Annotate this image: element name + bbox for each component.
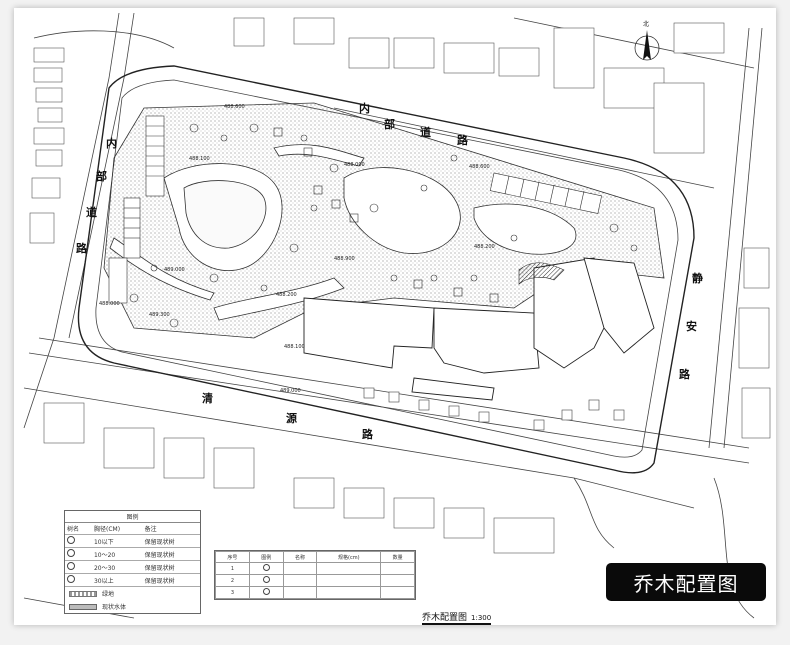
plan-scale: 1:300 (471, 614, 492, 622)
elevation-label: 488.600 (469, 164, 490, 170)
garden-paths (109, 144, 577, 321)
greenland-swatch-icon (69, 590, 97, 597)
table-row: 2 (215, 574, 415, 587)
legend-dbh: 10以下 (91, 534, 143, 548)
tree-table-header: 数量 (380, 551, 415, 563)
legend-table: 树名 胸径(CM) 备注 10以下 保留现状树 10～20 保留现状树 20～3… (65, 523, 200, 587)
row-index: 3 (215, 586, 250, 599)
elevation-label: 489.000 (164, 267, 185, 273)
site-boundary-inner (95, 79, 679, 458)
tree-small-icon (67, 536, 75, 544)
tree-table-header: 图例 (248, 551, 284, 563)
elevation-label: 488.600 (224, 104, 245, 110)
compass-icon: 北 (634, 20, 660, 61)
row-index: 2 (215, 574, 250, 587)
elevation-label: 489.000 (280, 388, 301, 394)
table-row: 1 (215, 562, 415, 575)
legend-header: 树名 (65, 523, 92, 535)
legend-dbh: 10～20 (91, 547, 143, 561)
legend-extra-label: 绿地 (102, 591, 115, 598)
legend-greenland: 绿地 (65, 587, 200, 600)
elevation-label: 488.100 (284, 344, 305, 350)
legend-row: 10～20 保留现状树 (65, 547, 200, 561)
parking-top (489, 172, 602, 214)
tree-table-header: 规格(cm) (316, 551, 382, 563)
legend-note: 保留现状树 (142, 547, 200, 561)
plaza-blocks (363, 387, 625, 431)
plan-caption-text: 乔木配置图 (422, 613, 468, 623)
tree-medium-icon (67, 549, 75, 557)
water-swatch-icon (69, 603, 97, 610)
tree-symbol-icon (262, 576, 270, 583)
elevation-label: 488.200 (474, 244, 495, 250)
row-index: 1 (215, 562, 250, 575)
north-label: 北 (643, 20, 649, 28)
legend-header: 备注 (142, 523, 200, 535)
legend-row: 10以下 保留现状树 (65, 534, 200, 548)
tree-symbol-icon (262, 564, 270, 571)
legend-dbh: 20～30 (91, 560, 143, 574)
site-boundary (77, 65, 695, 474)
parking-left (108, 115, 165, 304)
legend-water: 现状水体 (65, 600, 200, 613)
legend-title: 图例 (65, 511, 200, 523)
elevation-label: 488.100 (189, 156, 210, 162)
tree-xlarge-icon (67, 575, 75, 583)
legend-row: 20～30 保留现状树 (65, 560, 200, 574)
drawing-sheet: 488.600 488.000 488.600 488.200 488.000 … (14, 8, 776, 625)
tree-table-header: 名称 (282, 551, 318, 563)
legend-dbh: 30以上 (91, 573, 143, 587)
legend-row: 30以上 保留现状树 (65, 573, 200, 587)
tree-symbol-icon (262, 588, 270, 595)
elevation-label: 488.900 (334, 256, 355, 262)
tree-symbols (129, 123, 638, 328)
surrounding-buildings (29, 17, 771, 554)
tree-table-header: 序号 (215, 551, 250, 563)
water-feature (518, 262, 565, 285)
legend: 图例 树名 胸径(CM) 备注 10以下 保留现状树 10～20 保留现状树 2… (64, 510, 201, 614)
main-buildings (303, 257, 655, 401)
elevation-label: 488.200 (276, 292, 297, 298)
elevation-label: 488.000 (344, 162, 365, 168)
site-plan: 488.600 488.000 488.600 488.200 488.000 … (23, 12, 771, 619)
tree-large-icon (67, 562, 75, 570)
legend-note: 保留现状树 (142, 534, 200, 548)
legend-extra-label: 现状水体 (102, 604, 127, 611)
legend-header: 胸径(CM) (91, 523, 143, 535)
legend-note: 保留现状树 (142, 573, 200, 587)
elevation-label: 488.000 (99, 301, 120, 307)
elevation-label: 489.300 (149, 312, 170, 318)
tree-schedule-table: 序号 图例 名称 规格(cm) 数量 1 2 3 (214, 550, 416, 600)
table-row: 3 (215, 586, 415, 599)
title-badge: 乔木配置图 (606, 563, 766, 601)
elevation-labels: 488.600 488.000 488.600 488.200 488.000 … (99, 104, 495, 394)
north-arrow: 北 (632, 18, 662, 72)
legend-note: 保留现状树 (142, 560, 200, 574)
